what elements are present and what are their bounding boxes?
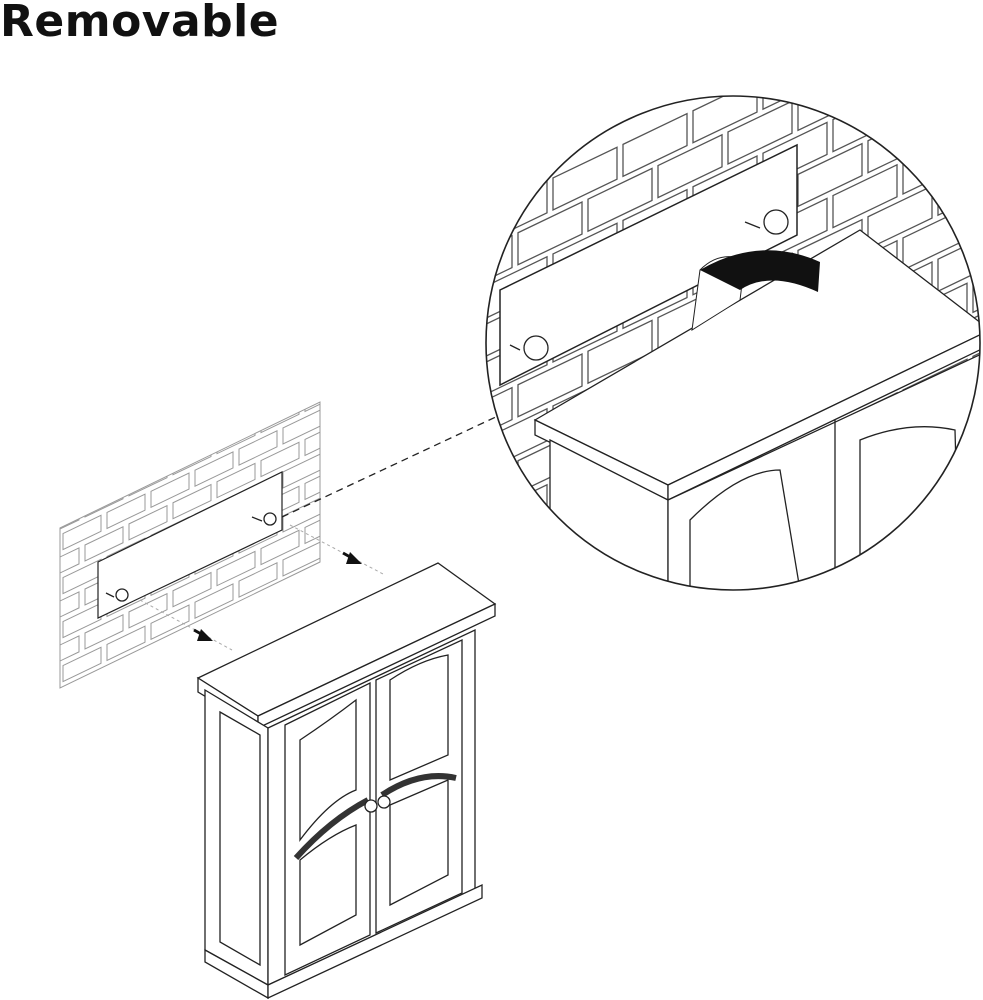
- screw-icon: [105, 588, 129, 602]
- screw-icon: [509, 335, 549, 361]
- page-title: Removable: [0, 0, 280, 47]
- magnified-detail: [485, 95, 981, 591]
- arrow-icon: [700, 250, 820, 292]
- guide-line: [281, 414, 501, 518]
- wall-cabinet: [196, 562, 497, 1000]
- screw-icon: [251, 512, 277, 526]
- screw-icon: [744, 209, 789, 235]
- arrow-icon: [342, 551, 362, 564]
- mounting-rail: [97, 471, 283, 619]
- arrow-icon: [193, 628, 213, 641]
